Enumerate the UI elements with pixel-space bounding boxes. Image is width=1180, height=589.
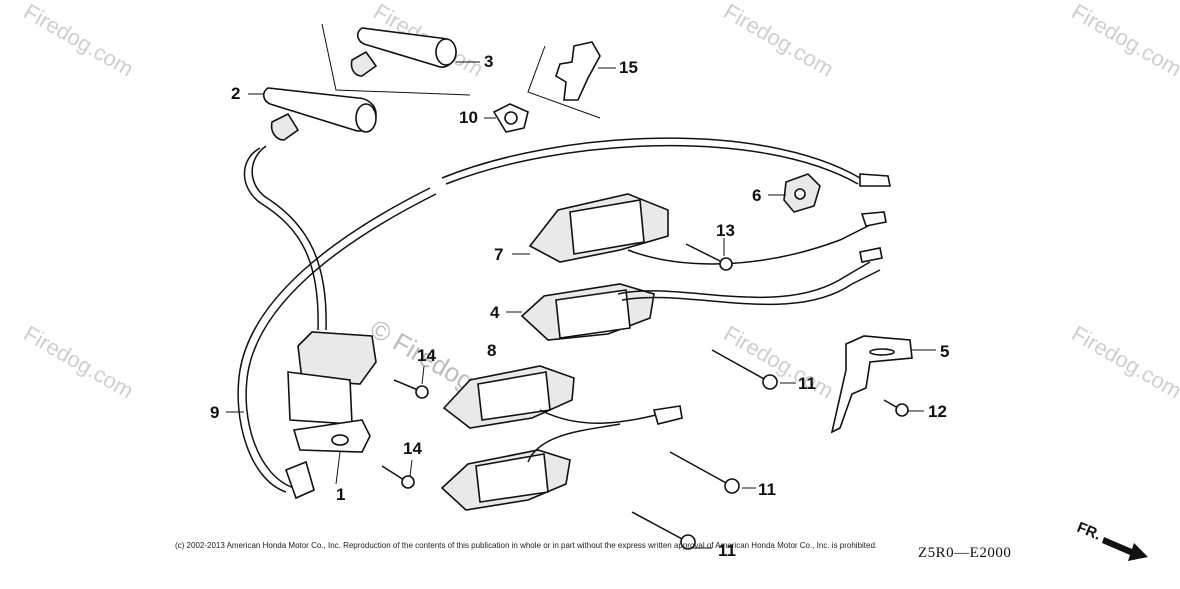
part-3-plug-cap bbox=[350, 27, 457, 77]
callout-11-lower: 11 bbox=[718, 541, 736, 560]
part-9-wire-harness bbox=[237, 137, 891, 500]
callout-13: 13 bbox=[716, 221, 735, 240]
watermark-mid-right: Firedog.com bbox=[720, 321, 838, 404]
front-direction-arrow-icon: FR. bbox=[1076, 519, 1148, 561]
callout-14-lower: 14 bbox=[403, 439, 422, 458]
callout-8: 8 bbox=[487, 341, 496, 360]
bolts bbox=[381, 243, 909, 550]
part-5-bracket bbox=[830, 335, 913, 434]
part-15-clip bbox=[555, 41, 601, 101]
copyright-notice: (c) 2002-2013 American Honda Motor Co., … bbox=[175, 541, 878, 550]
part-4-coil bbox=[520, 247, 883, 341]
watermark-mid-left: Firedog.com bbox=[20, 321, 138, 404]
callout-11-middle: 11 bbox=[758, 480, 776, 499]
front-direction-label: FR. bbox=[1076, 519, 1103, 544]
group-brackets bbox=[321, 23, 601, 119]
callout-6: 6 bbox=[752, 186, 761, 205]
callout-12: 12 bbox=[928, 402, 947, 421]
watermark-top-far-right: Firedog.com bbox=[1068, 0, 1180, 81]
callout-15: 15 bbox=[619, 58, 638, 77]
part-lower-coil bbox=[440, 423, 621, 511]
callout-3: 3 bbox=[484, 52, 493, 71]
callout-2: 2 bbox=[231, 84, 240, 103]
part-6-grommet bbox=[783, 173, 821, 213]
ignition-coil-lead bbox=[243, 145, 327, 331]
watermark-mid-far-right: Firedog.com bbox=[1068, 321, 1180, 404]
leader-lines bbox=[226, 61, 936, 549]
callout-labels: 1 2 3 4 5 6 7 8 9 10 11 11 11 12 13 14 1… bbox=[210, 52, 949, 560]
diagram-code: Z5R0—E2000 bbox=[918, 545, 1012, 561]
part-10-clip bbox=[492, 103, 529, 133]
part-8-coil bbox=[442, 365, 683, 429]
callout-10: 10 bbox=[459, 108, 478, 127]
part-1-ignition-coil bbox=[287, 331, 377, 453]
callout-4: 4 bbox=[490, 303, 500, 322]
callout-9: 9 bbox=[210, 403, 219, 422]
part-7-coil bbox=[528, 193, 887, 265]
watermark-top-right: Firedog.com bbox=[720, 0, 838, 81]
callout-1: 1 bbox=[336, 485, 345, 504]
callout-14-upper: 14 bbox=[417, 346, 436, 365]
watermark-top-left: Firedog.com bbox=[20, 0, 138, 81]
callout-7: 7 bbox=[494, 245, 503, 264]
callout-11-upper: 11 bbox=[798, 374, 816, 393]
callout-5: 5 bbox=[940, 342, 949, 361]
part-2-plug-cap bbox=[262, 87, 377, 141]
